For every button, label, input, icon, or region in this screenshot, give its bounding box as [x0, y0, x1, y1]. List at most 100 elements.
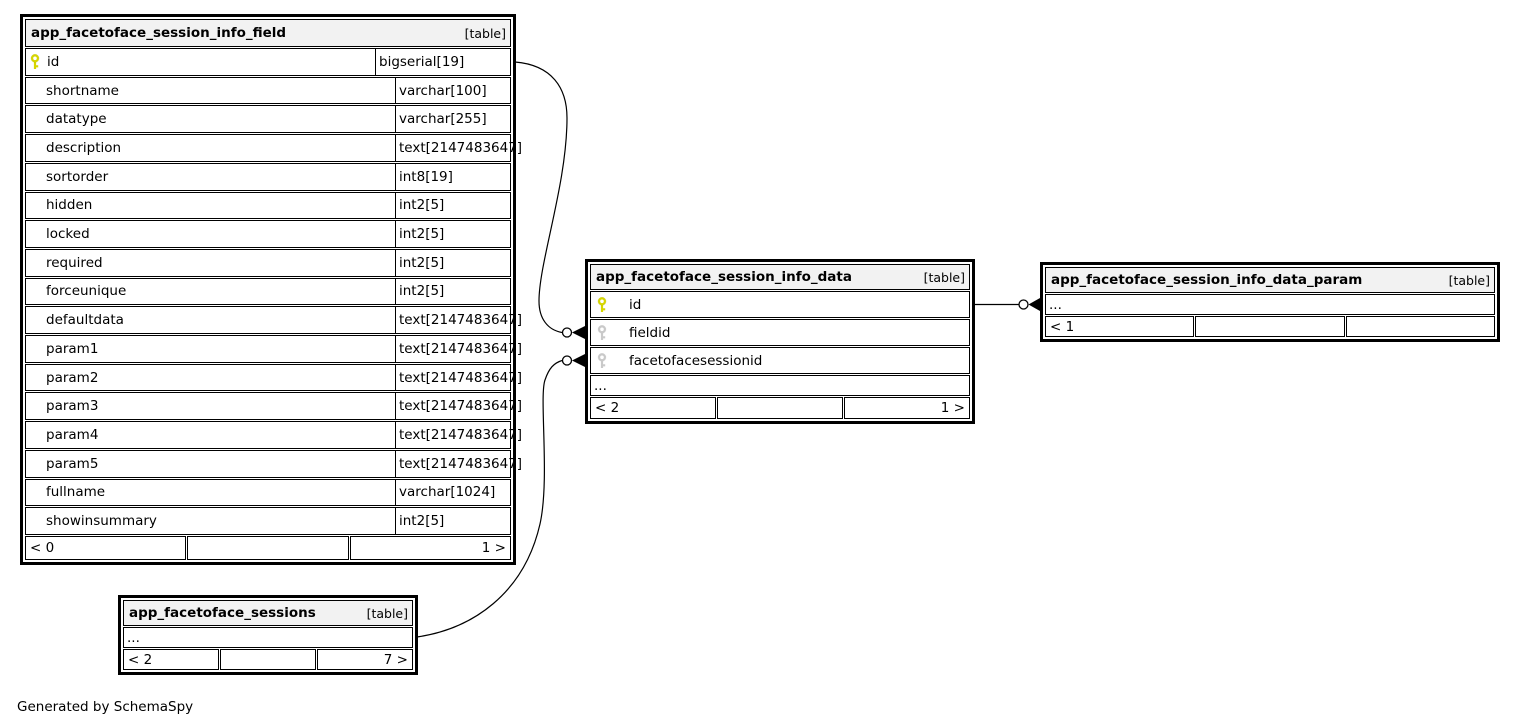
column-name-cell: showinsummary [26, 508, 395, 534]
column-name-cell: forceunique [26, 279, 395, 305]
column-name-cell: fullname [26, 480, 395, 506]
column-name: description [46, 139, 122, 156]
table-type-badge: [table] [366, 605, 408, 621]
table-name[interactable]: app_facetoface_session_info_data [596, 269, 852, 285]
column-type: text[2147483647] [395, 393, 522, 420]
column-name: hidden [46, 197, 93, 214]
column-type: varchar[100] [395, 77, 510, 104]
column-name: id [47, 53, 60, 70]
column-row-param2: param2 text[2147483647] [25, 363, 522, 392]
column-row-shortname: shortname varchar[100] [25, 76, 511, 105]
table-type-badge: [table] [923, 269, 965, 285]
table-app-facetoface-session-info-data[interactable]: app_facetoface_session_info_data [table] i… [585, 259, 975, 424]
column-name-cell: datatype [26, 106, 395, 132]
zero-cardinality-circle-icon [1018, 299, 1029, 310]
column-name-cell: param3 [26, 393, 395, 419]
column-name-cell: shortname [26, 78, 395, 104]
column-name: param1 [46, 340, 99, 357]
footer-spacer-cell [717, 397, 843, 419]
footer-children-count: 1 > [349, 535, 511, 560]
column-type: varchar[255] [395, 106, 510, 133]
column-name: facetofacesessionid [629, 352, 763, 369]
column-type: text[2147483647] [395, 364, 522, 391]
table-footer: < 0 1 > [25, 535, 511, 560]
column-name-cell: locked [26, 221, 395, 247]
column-name-cell: required [26, 250, 395, 276]
column-name-cell: sortorder [26, 164, 395, 190]
table-header: app_facetoface_session_info_field[table] [25, 19, 511, 47]
table-header: app_facetoface_session_info_data_param[t… [1045, 267, 1495, 293]
footer-children-count: 1 > [844, 397, 970, 419]
table-name[interactable]: app_facetoface_session_info_data_param [1051, 272, 1363, 288]
table-footer: < 2 7 > [123, 649, 413, 670]
collapsed-columns-row: ... [1045, 294, 1495, 315]
footer-spacer-cell [187, 535, 349, 560]
column-name-cell: param5 [26, 451, 395, 477]
footer-parents-count: < 0 [25, 535, 187, 560]
collapsed-columns-row: ... [590, 375, 970, 396]
column-type: text[2147483647] [395, 336, 522, 362]
footer-parents-count: < 2 [123, 649, 219, 670]
table-header: app_facetoface_sessions [table] [123, 600, 413, 626]
table-header: app_facetoface_session_info_data [table] [590, 264, 970, 290]
column-type: int8[19] [395, 163, 510, 190]
table-app-facetoface-sessions[interactable]: app_facetoface_sessions [table]...< 2 7 > [118, 595, 418, 675]
table-footer: < 2 1 > [590, 397, 970, 419]
column-type: int2[5] [395, 508, 510, 534]
table-name[interactable]: app_facetoface_session_info_field [31, 25, 287, 41]
column-row-facetofacesessionid: facetofacesessionid [590, 347, 970, 374]
column-name-cell: id [26, 49, 375, 75]
crow-foot-many-icon [572, 326, 585, 339]
column-name-cell: param4 [26, 422, 395, 448]
column-name: showinsummary [46, 513, 157, 530]
column-type: text[2147483647] [395, 307, 522, 334]
generator-credit: Generated by SchemaSpy [17, 699, 194, 715]
column-name: shortname [46, 82, 119, 99]
table-app-facetoface-session-info-data-param[interactable]: app_facetoface_session_info_data_param[t… [1040, 262, 1500, 342]
column-type: int2[5] [395, 249, 510, 276]
table-name[interactable]: app_facetoface_sessions [129, 605, 316, 621]
primary-key-icon [597, 296, 607, 313]
column-name-cell: defaultdata [26, 307, 395, 333]
column-name: defaultdata [46, 312, 124, 329]
column-row-defaultdata: defaultdata text[2147483647] [25, 306, 522, 335]
footer-parents-count: < 2 [590, 397, 716, 419]
foreign-key-icon [597, 324, 607, 341]
footer-children-count: 7 > [317, 649, 413, 670]
zero-cardinality-circle-icon [561, 327, 573, 338]
column-name-cell: param2 [26, 365, 395, 391]
crow-foot-many-icon [1028, 298, 1040, 311]
column-type: int2[5] [395, 221, 510, 247]
footer-spacer-cell [1195, 316, 1345, 337]
zero-cardinality-circle-icon [561, 355, 573, 366]
column-row-fullname: fullname varchar[1024] [25, 478, 511, 507]
column-type: text[2147483647] [395, 450, 522, 477]
primary-key-icon [30, 53, 40, 70]
column-name: param2 [46, 369, 99, 386]
column-row-showinsummary: showinsummary int2[5] [25, 507, 511, 535]
column-name-cell: facetofacesessionid [591, 348, 969, 373]
table-app-facetoface-session-info-field[interactable]: app_facetoface_session_info_field[table]… [20, 14, 522, 565]
table-footer: < 1 [1045, 316, 1495, 337]
column-name: fullname [46, 484, 106, 501]
column-name-cell: fieldid [591, 320, 969, 345]
column-name-cell: id [591, 292, 969, 317]
column-name-cell: param1 [26, 336, 395, 362]
column-name: param4 [46, 426, 99, 443]
column-type: varchar[1024] [395, 479, 510, 506]
footer-children-count [1345, 316, 1495, 337]
column-name: fieldid [629, 324, 671, 341]
collapsed-columns-row: ... [123, 627, 413, 648]
footer-spacer-cell [220, 649, 316, 670]
